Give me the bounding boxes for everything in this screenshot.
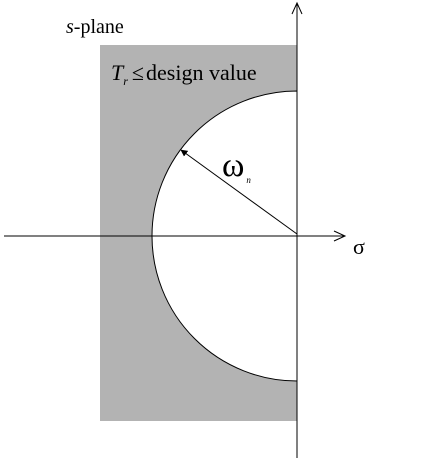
imaginary-axis-arrowhead [291,1,303,15]
sigma-axis-label: σ [353,234,365,259]
plane-label: s-plane [66,16,124,38]
region-label: Tr≤design value [111,60,257,88]
radius-arrow [180,149,298,235]
real-axis-arrowhead [333,230,347,242]
